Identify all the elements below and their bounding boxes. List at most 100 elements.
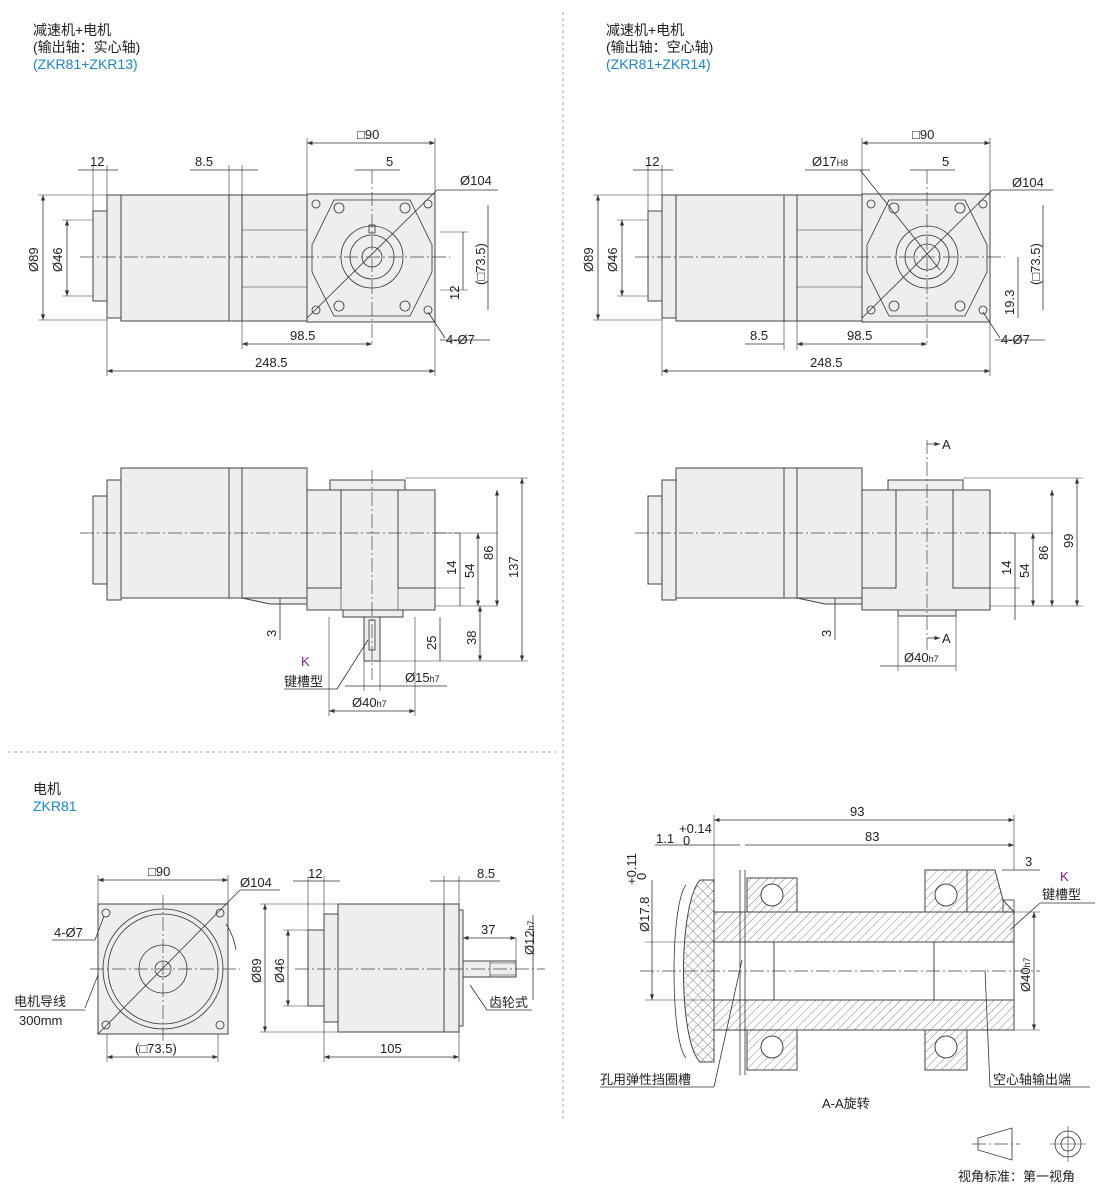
dim-14-side: 14 bbox=[444, 561, 459, 575]
dim-sq73-5-hollow: (□73.5) bbox=[1028, 243, 1043, 285]
dim-d46-top: Ø46 bbox=[50, 247, 65, 272]
dim-25-side: 25 bbox=[424, 636, 439, 650]
dim-8-5-motor: 8.5 bbox=[477, 866, 495, 881]
dim-19-3: 19.3 bbox=[1002, 290, 1017, 315]
label-lead-wire: 电机导线 bbox=[14, 994, 66, 1009]
dim-d17h8: Ø17H8 bbox=[812, 154, 848, 169]
dim-d40h7-hollow: Ø40h7 bbox=[904, 650, 939, 665]
dim-99-hollow: 99 bbox=[1061, 534, 1076, 548]
dim-93: 93 bbox=[850, 804, 864, 819]
dim-54-side: 54 bbox=[462, 564, 477, 578]
dim-1-1: 1.1 bbox=[656, 831, 674, 846]
dim-5-hollow: 5 bbox=[942, 154, 949, 169]
hollow-top-dimensions: □90 12 Ø17H8 5 Ø104 Ø89 Ø46 19.3 (□73.5)… bbox=[581, 127, 1053, 376]
dim-37: 37 bbox=[481, 922, 495, 937]
solid-side-view bbox=[80, 467, 460, 680]
solid-top-view bbox=[80, 170, 450, 345]
dim-98-5-top: 98.5 bbox=[290, 328, 315, 343]
dim-sq90: □90 bbox=[357, 127, 379, 142]
dim-12-top: 12 bbox=[90, 154, 104, 169]
panel-solid-model: (ZKR81+ZKR13) bbox=[33, 56, 138, 72]
section-aa-view bbox=[640, 869, 1040, 1075]
dim-54-hollow: 54 bbox=[1017, 564, 1032, 578]
dim-38-side: 38 bbox=[464, 631, 479, 645]
dim-d104-motor: Ø104 bbox=[240, 875, 272, 890]
dim-248-5-top: 248.5 bbox=[255, 355, 288, 370]
dim-d40h7-solid: Ø40h7 bbox=[352, 695, 387, 710]
label-hollow-output: 空心轴输出端 bbox=[993, 1072, 1071, 1087]
dim-248-5-hollow: 248.5 bbox=[810, 355, 843, 370]
dim-sq90-hollow: □90 bbox=[912, 127, 934, 142]
dim-12-side: 12 bbox=[447, 286, 462, 300]
panel-solid-subtitle: (输出轴：实心轴) bbox=[33, 39, 141, 55]
dim-d104-top: Ø104 bbox=[460, 173, 492, 188]
dim-8-5-hollow: 8.5 bbox=[750, 328, 768, 343]
dim-d40h7-section: Ø40h7 bbox=[1018, 957, 1033, 992]
panel-solid-header: 减速机+电机 (输出轴：实心轴) (ZKR81+ZKR13) bbox=[33, 22, 140, 73]
panel-motor-model: ZKR81 bbox=[33, 798, 77, 814]
dim-86-side: 86 bbox=[481, 546, 496, 560]
dim-4-d7-top: 4-Ø7 bbox=[446, 332, 475, 347]
section-a-top: A bbox=[942, 437, 951, 452]
dim-d17-8-tol-lower: 0 bbox=[634, 873, 649, 880]
panel-solid-title: 减速机+电机 bbox=[33, 22, 112, 38]
dim-d89-hollow: Ø89 bbox=[581, 247, 596, 272]
dim-d89-motor: Ø89 bbox=[249, 958, 264, 983]
hollow-side-dimensions: A A 14 54 86 99 3 Ø40h7 bbox=[819, 437, 1083, 671]
panel-hollow-model: (ZKR81+ZKR14) bbox=[606, 56, 711, 72]
panel-hollow-subtitle: (输出轴：空心轴) bbox=[606, 39, 714, 55]
dim-d89-top: Ø89 bbox=[26, 247, 41, 272]
dim-137-side: 137 bbox=[506, 556, 521, 578]
label-k-solid: K bbox=[301, 654, 310, 669]
label-keyway-solid: 键槽型 bbox=[284, 674, 323, 689]
motor-side-view bbox=[295, 903, 545, 1033]
dim-d46-hollow: Ø46 bbox=[605, 247, 620, 272]
panel-hollow-header: 减速机+电机 (输出轴：空心轴) (ZKR81+ZKR14) bbox=[606, 22, 713, 73]
dim-1-1-tol-lower: 0 bbox=[683, 833, 690, 848]
solid-top-dimensions: □90 12 8.5 5 Ø104 Ø89 Ø46 12 (□73.5) 4-Ø… bbox=[26, 127, 498, 376]
dim-sq90-motor: □90 bbox=[148, 864, 170, 879]
projection-symbol-icon bbox=[972, 1126, 1086, 1162]
hollow-top-view bbox=[635, 169, 1005, 345]
panel-hollow-title: 减速机+电机 bbox=[606, 22, 685, 38]
dim-4-d7-motor: 4-Ø7 bbox=[54, 925, 83, 940]
dim-sq73-5-top: (□73.5) bbox=[473, 243, 488, 285]
dim-12-hollow: 12 bbox=[645, 154, 659, 169]
label-snap-ring-groove: 孔用弹性挡圈槽 bbox=[600, 1072, 691, 1087]
solid-side-dimensions: 14 54 86 137 25 38 3 K 键槽型 Ø15h7 Ø40h7 bbox=[264, 477, 528, 716]
dim-1-1-tol-upper: +0.14 bbox=[679, 821, 712, 836]
label-view-standard: 视角标准：第一视角 bbox=[958, 1169, 1075, 1184]
dim-105: 105 bbox=[380, 1041, 402, 1056]
dim-3-side: 3 bbox=[264, 630, 279, 637]
motor-front-dimensions: □90 Ø104 4-Ø7 电机导线 300mm (□73.5) bbox=[14, 864, 280, 1062]
dim-d17-8-tol-upper: +0.11 bbox=[624, 853, 639, 885]
label-k-section: K bbox=[1060, 869, 1069, 884]
panel-motor-title: 电机 bbox=[33, 781, 61, 797]
dim-83: 83 bbox=[865, 829, 879, 844]
label-aa-rotation: A-A旋转 bbox=[822, 1096, 870, 1111]
motor-front-view bbox=[90, 889, 241, 1045]
section-aa-dimensions: 93 83 1.1 +0.14 0 Ø17.8 +0.11 0 3 K 键槽型 … bbox=[600, 804, 1095, 1111]
dim-98-5-hollow: 98.5 bbox=[847, 328, 872, 343]
hollow-side-view bbox=[635, 440, 1015, 650]
dim-4-d7-hollow: 4-Ø7 bbox=[1001, 332, 1030, 347]
dim-14-hollow: 14 bbox=[999, 561, 1014, 575]
dim-d17-8: Ø17.8 bbox=[637, 897, 652, 932]
dim-d12h7: Ø12h7 bbox=[522, 920, 537, 955]
dim-12-motor: 12 bbox=[308, 866, 322, 881]
dim-3-section: 3 bbox=[1025, 854, 1032, 869]
dim-8-5-top: 8.5 bbox=[195, 154, 213, 169]
label-gear-type: 齿轮式 bbox=[489, 995, 528, 1010]
dim-3-hollow: 3 bbox=[819, 630, 834, 637]
dim-5-top: 5 bbox=[386, 154, 393, 169]
panel-motor-header: 电机 ZKR81 bbox=[33, 781, 77, 815]
section-a-bottom: A bbox=[942, 631, 951, 646]
dim-86-hollow: 86 bbox=[1036, 546, 1051, 560]
dim-d15h7: Ø15h7 bbox=[405, 670, 440, 685]
dim-d104-hollow: Ø104 bbox=[1012, 175, 1044, 190]
dim-sq73-5-motor: (□73.5) bbox=[135, 1041, 177, 1056]
label-keyway-section: 键槽型 bbox=[1042, 887, 1081, 902]
dim-d46-motor: Ø46 bbox=[272, 958, 287, 983]
motor-side-dimensions: 12 8.5 Ø89 Ø46 37 Ø12h7 齿轮式 105 bbox=[249, 866, 537, 1062]
